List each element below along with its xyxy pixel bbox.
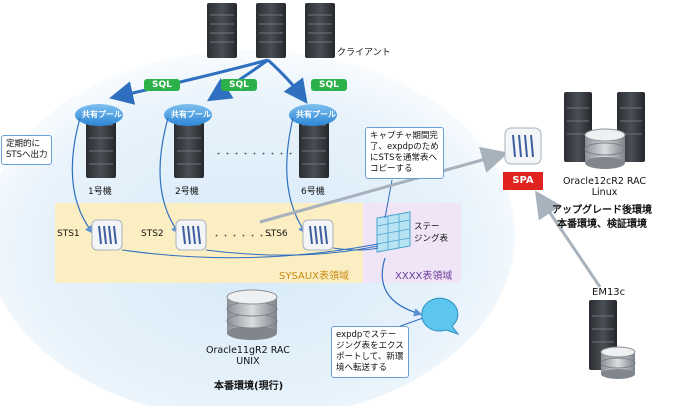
target-database-label: Oracle12cR2 RAC Linux [563,176,647,198]
node-label-6: 6号機 [301,187,325,197]
sts2-label: STS2 [141,229,164,239]
periodic-output-note: 定期的に STSへ出力 [1,135,53,165]
source-database-label: Oracle11gR2 RAC UNIX [206,345,290,367]
capture-complete-note: キャプチャ期間完 了、expdpのため にSTSを通常表へ コピーする [365,127,444,179]
node-ellipsis: ・・・・・・・・・ [214,150,296,160]
shared-pool-label-2: 共有プール [171,110,211,119]
pool-to-sts2-arrow [159,117,180,234]
expdp-transfer-note: expdpでステー ジング表をエクス ポートして、新環 境へ転送する [331,326,409,378]
target-environment-label: アップグレード後環境 本番環境、検証環境 [552,205,652,230]
pool-to-sts6-arrow [286,117,307,234]
shared-pool-1 [75,104,123,126]
client-server-3 [305,3,335,58]
staging-table-icon [376,211,411,253]
spa-badge: SPA [503,172,543,190]
node-label-2: 2号機 [175,187,199,197]
sts6-to-staging-line [332,247,379,251]
shared-pool-label-1: 共有プール [82,110,122,119]
sts2-icon [175,219,207,251]
sts1-icon [91,219,123,251]
pool-to-sts1-arrow [71,117,94,234]
sts6-icon [302,219,334,251]
xxxx-label: XXXX表領域 [395,271,453,282]
spa-icon [504,127,542,165]
shared-pool-6 [289,104,337,126]
sql-label-2: SQL [221,79,257,91]
target-database-icon [584,128,626,169]
transfer-to-spa-arrow [259,146,509,224]
em13c-to-target-arrow [534,190,602,288]
dump-file-bubble [421,297,460,335]
sql-label-3: SQL [311,79,347,91]
staging-label: ステー ジング表 [414,222,449,244]
node-label-1: 1号機 [88,187,112,197]
sql-arrow-3 [266,58,308,104]
em13c-label: EM13c [592,287,626,298]
clients-label: クライアント [337,48,391,58]
sts1-label: STS1 [57,229,80,239]
staging-to-dump-arrow [381,257,423,317]
shared-pool-label-6: 共有プール [296,110,336,119]
sysaux-label: SYSAUX表領域 [279,271,349,282]
client-server-1 [207,3,237,58]
em13c-database-icon [600,346,636,379]
sql-arrow-1 [109,58,269,105]
sts-ellipsis: ・・・・・・・ [212,232,276,242]
source-environment-label: 本番環境(現行) [214,381,284,392]
sts2-to-staging-line [205,245,379,256]
client-server-2 [256,3,286,58]
shared-pool-2 [164,104,212,126]
sts6-label: STS6 [265,229,288,239]
sql-label-1: SQL [144,79,180,91]
source-database-icon [226,289,278,340]
